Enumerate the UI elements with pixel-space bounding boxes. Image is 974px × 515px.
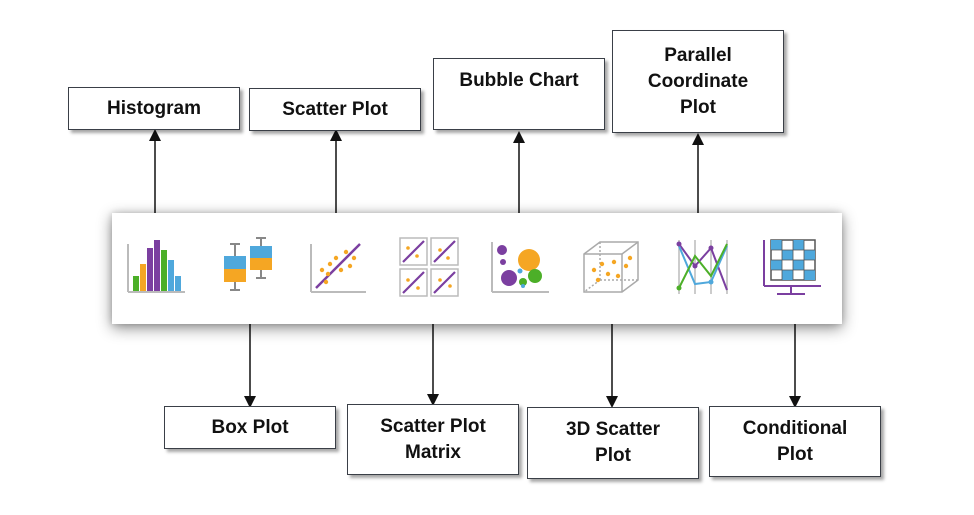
scatter-plot-label: Scatter Plot — [282, 98, 388, 120]
scatter-plot-matrix-label-box: Scatter Plot Matrix — [347, 404, 519, 475]
box-plot-icon[interactable] — [218, 236, 280, 298]
3d-scatter-label-line-1: 3D Scatter — [566, 419, 660, 440]
conditional-plot-label-line-2: Plot — [777, 443, 813, 465]
parallel-coordinate-label-line-1: Parallel — [664, 44, 732, 66]
scatter-plot-label-box: Scatter Plot — [249, 88, 421, 131]
parallel-coordinate-icon[interactable] — [671, 236, 733, 298]
parallel-coordinate-label-line-2: Coordinate — [647, 70, 749, 92]
conditional-plot-label-line-1: Conditional — [742, 417, 848, 439]
scatter-plot-matrix-label-line-1: Scatter Plot — [380, 415, 486, 437]
scatter-plot-icon[interactable] — [308, 236, 370, 298]
conditional-plot-icon[interactable] — [761, 236, 823, 298]
box-plot-label-box: Box Plot — [164, 406, 336, 449]
scatter-matrix-icon[interactable] — [398, 236, 460, 298]
3d-scatter-label-line-2: Plot — [595, 445, 631, 466]
3d-scatter-icon[interactable] — [580, 236, 642, 298]
histogram-label: Histogram — [107, 97, 201, 119]
bubble-chart-label-box: Bubble Chart — [433, 58, 605, 130]
bubble-chart-icon[interactable] — [489, 236, 551, 298]
histogram-icon[interactable] — [125, 236, 187, 298]
histogram-label-box: Histogram — [68, 87, 240, 130]
parallel-coordinate-label-line-3: Plot — [680, 96, 716, 118]
parallel-coordinate-label-box: Parallel Coordinate Plot — [612, 30, 784, 133]
3d-scatter-label-box: 3D Scatter Plot — [527, 407, 699, 479]
chart-type-toolbar — [112, 213, 842, 324]
conditional-plot-label-box: Conditional Plot — [709, 406, 881, 477]
box-plot-label: Box Plot — [211, 416, 289, 438]
bubble-chart-label: Bubble Chart — [459, 70, 579, 91]
scatter-plot-matrix-label-line-2: Matrix — [405, 441, 461, 463]
